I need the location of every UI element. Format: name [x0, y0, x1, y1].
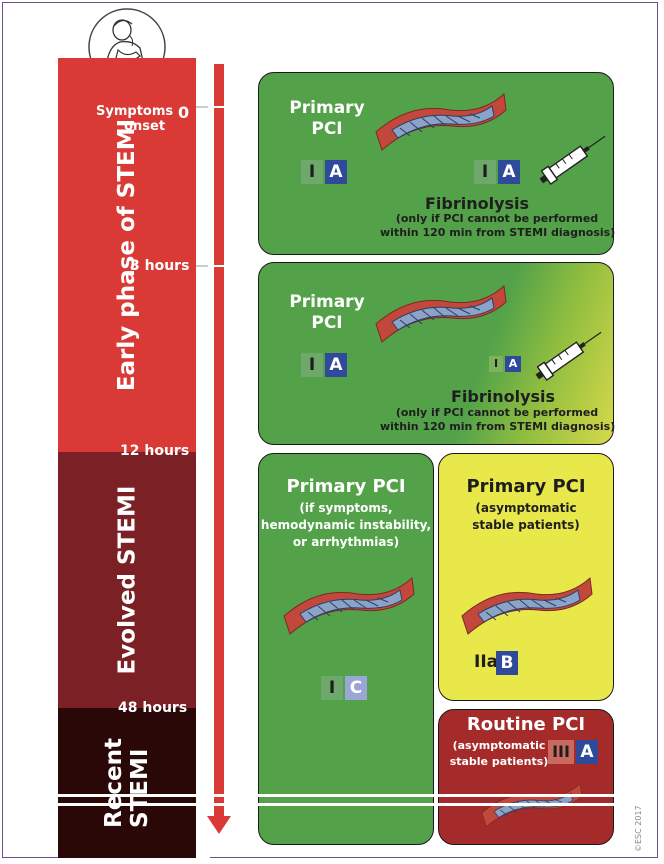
time-arrow — [207, 64, 231, 834]
stent-artery-image — [375, 284, 507, 343]
time-3h-label: 3 hours — [130, 258, 190, 274]
evolved-phase-bar: Evolved STEMI — [58, 452, 196, 708]
break-line-top — [58, 794, 614, 797]
time-12h-label: 12 hours — [120, 443, 190, 459]
recent-phase-label: Recent STEMI — [100, 738, 153, 828]
recent-phase-bar: Recent STEMI — [58, 708, 196, 858]
box2-fibrinolysis-title: Fibrinolysis — [450, 387, 556, 406]
stent-artery-image — [375, 92, 507, 151]
copyright-text: ©ESC 2017 — [634, 805, 643, 852]
time-0-label: 0 — [178, 103, 190, 122]
box4-title: Primary PCI — [466, 476, 586, 497]
evolved-symptomatic-box — [258, 453, 434, 845]
recent-stemi-box — [438, 709, 614, 845]
stent-artery-image — [461, 576, 593, 635]
evolved-phase-label: Evolved STEMI — [114, 485, 140, 675]
box2-fibrinolysis-recommendation: I A — [489, 356, 521, 372]
box1-pci-recommendation: I A — [301, 160, 347, 184]
box1-fibrinolysis-note: (only if PCI cannot be performed within … — [380, 212, 616, 239]
figure-frame — [2, 2, 658, 858]
time-48h-label: 48 hours — [118, 700, 188, 716]
box1-fibrinolysis-title: Fibrinolysis — [424, 194, 530, 213]
break-line-bottom — [58, 803, 614, 806]
box3-recommendation: I C — [321, 676, 367, 700]
syringe-icon — [535, 331, 602, 382]
box4-subtitle: (asymptomatic stable patients) — [472, 501, 580, 532]
box5-subtitle: (asymptomatic stable patients) — [449, 739, 549, 768]
box2-title: Primary PCI — [289, 292, 365, 333]
evolved-asymptomatic-box — [438, 453, 614, 701]
early-phase-bar: Early phase of STEMI — [58, 58, 196, 452]
box4-level: B — [496, 651, 518, 675]
box1-title: Primary PCI — [289, 98, 365, 139]
symptoms-onset-label: Symptoms onset — [96, 104, 174, 134]
stent-artery-image — [481, 782, 583, 828]
timeline-gap — [196, 58, 210, 858]
stent-artery-image — [283, 576, 415, 635]
box3-subtitle: (if symptoms, hemodynamic instability, o… — [260, 501, 432, 549]
syringe-icon — [539, 135, 606, 186]
box5-recommendation: III A — [548, 740, 598, 764]
box2-pci-recommendation: I A — [301, 353, 347, 377]
box3-title: Primary PCI — [286, 476, 406, 497]
box5-title: Routine PCI — [466, 714, 586, 735]
box1-fibrinolysis-recommendation: I A — [474, 160, 520, 184]
box2-fibrinolysis-note: (only if PCI cannot be performed within … — [380, 406, 616, 433]
early-phase-label: Early phase of STEMI — [114, 118, 140, 392]
box4-class: IIa — [474, 652, 499, 672]
